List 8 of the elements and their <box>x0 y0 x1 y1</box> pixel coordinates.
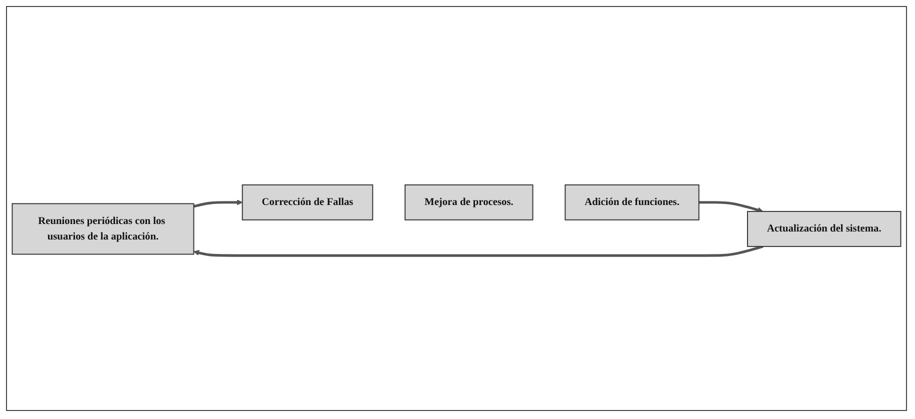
node-box: Adición de funciones. <box>564 184 700 220</box>
node-box: Mejora de procesos. <box>404 184 534 220</box>
node-box: Corrección de Fallas <box>242 184 374 220</box>
arrow <box>193 199 243 208</box>
node-box: Actualización del sistema. <box>747 210 902 247</box>
node-box: Reuniones periódicas con los usuarios de la aplicación. <box>12 202 194 254</box>
arrow <box>193 244 764 256</box>
arrow <box>698 200 764 212</box>
